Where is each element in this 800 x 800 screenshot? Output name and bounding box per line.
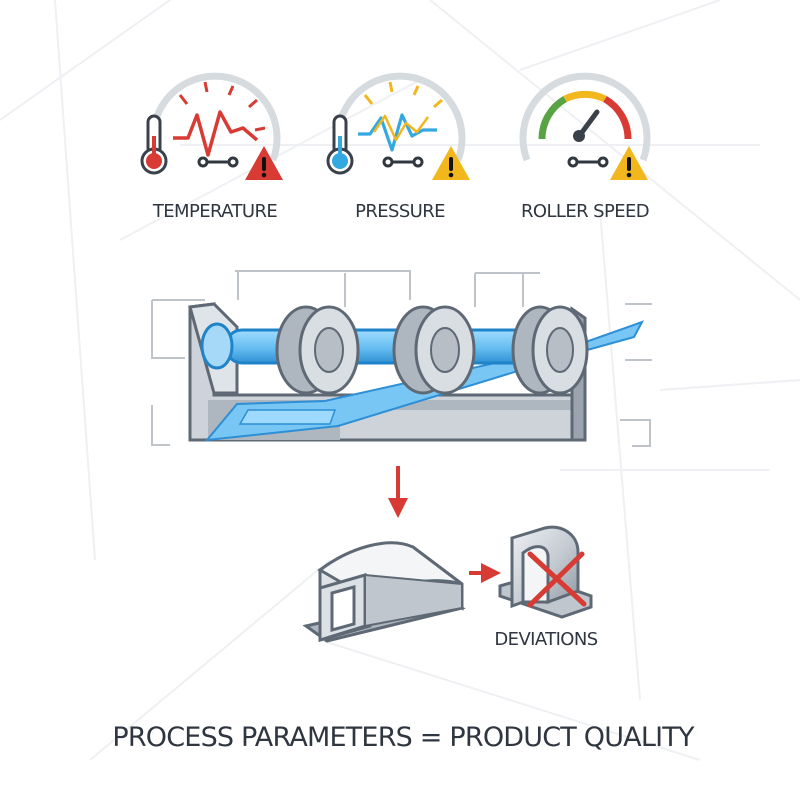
thermometer-icon (326, 114, 354, 175)
speed-needle-icon (577, 109, 600, 138)
process-bracket-lines (151, 270, 652, 447)
roller-shaft-icon (224, 328, 558, 365)
warning-triangle-icon (610, 146, 648, 180)
thermometer-icon (140, 114, 168, 175)
speedometer-icon (519, 72, 651, 162)
roller-2 (392, 305, 476, 395)
deviated-profile-part (498, 525, 593, 619)
pressure-trace-icon (358, 113, 437, 152)
gauge-ticks-icon (178, 81, 266, 132)
pressure-label: PRESSURE (355, 201, 445, 222)
good-profile-part (302, 541, 466, 643)
warning-triangle-icon (245, 146, 283, 180)
process-quality-equation: PROCESS PARAMETERS = PRODUCT QUALITY (112, 722, 695, 753)
temperature-gauge (149, 72, 281, 168)
background-grid-lines (0, 0, 800, 761)
roller-end-cap (200, 322, 234, 370)
temperature-label: TEMPERATURE (152, 201, 277, 222)
deviations-label: DEVIATIONS (494, 629, 597, 650)
roller-3 (511, 305, 589, 395)
roller-machine (188, 302, 645, 442)
red-x-icon (527, 551, 587, 608)
roller-speed-gauge (519, 72, 651, 168)
warning-triangle-icon (432, 146, 470, 180)
gauge-dial-icon (149, 72, 281, 162)
red-zone-icon (603, 95, 632, 140)
gauge-ticks-icon (363, 81, 443, 109)
yellow-zone-icon (563, 90, 607, 103)
blue-formed-sheet (238, 409, 337, 425)
roller-speed-label: ROLLER SPEED (521, 201, 649, 222)
red-warning-trace-icon (173, 110, 259, 157)
pressure-secondary-trace-icon (372, 114, 430, 142)
roller-1 (275, 305, 360, 395)
green-zone-icon (538, 95, 567, 140)
